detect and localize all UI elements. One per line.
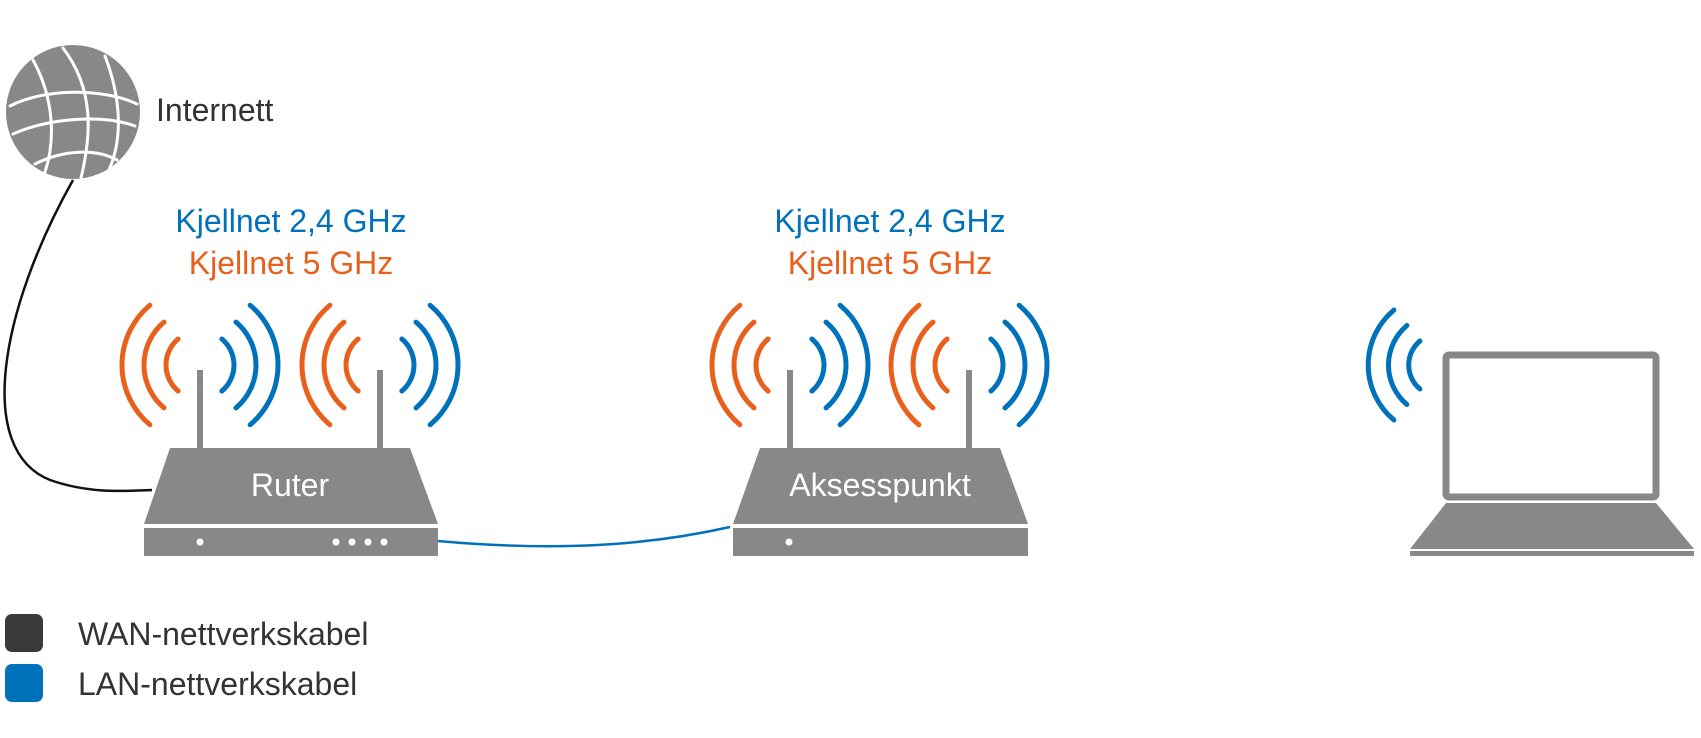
router-port-led xyxy=(332,538,340,546)
wifi-24ghz-arc xyxy=(219,336,237,394)
router-port-led xyxy=(364,538,372,546)
wifi-5ghz-arc xyxy=(753,336,771,394)
wifi-5ghz-arc xyxy=(163,336,181,394)
laptop-wifi-arc xyxy=(1406,338,1423,392)
wifi-24ghz-arc xyxy=(233,319,259,411)
wan-cable xyxy=(3,179,153,493)
wifi-24ghz-arc xyxy=(809,336,827,394)
laptop-icon xyxy=(1410,351,1694,556)
legend-swatch-lan xyxy=(5,664,43,702)
legend: WAN-nettverkskabel LAN-nettverkskabel xyxy=(5,614,368,702)
laptop-keyboard xyxy=(1410,503,1694,549)
router-antenna-left xyxy=(197,370,203,448)
wifi-24ghz-arc xyxy=(988,336,1006,394)
access-point-label: Aksesspunkt xyxy=(789,467,971,503)
wifi-5ghz-arc xyxy=(119,302,153,428)
legend-swatch-wan xyxy=(5,614,43,652)
laptop-wifi-arc xyxy=(1365,307,1397,423)
router-port-led xyxy=(348,538,356,546)
ap-antenna-right xyxy=(966,370,972,448)
wifi-5ghz-arc xyxy=(910,319,936,411)
ap-ssid-24ghz: Kjellnet 2,4 GHz xyxy=(774,203,1005,239)
legend-label-wan: WAN-nettverkskabel xyxy=(78,616,368,652)
wifi-24ghz-arc xyxy=(413,319,439,411)
wifi-24ghz-arc xyxy=(1002,319,1028,411)
wifi-24ghz-arc xyxy=(823,319,849,411)
wifi-5ghz-arc xyxy=(731,319,757,411)
ap-base xyxy=(733,528,1028,556)
router-base xyxy=(144,528,438,556)
wifi-5ghz-arc xyxy=(932,336,950,394)
wifi-5ghz-arc xyxy=(321,319,347,411)
legend-label-lan: LAN-nettverkskabel xyxy=(78,666,357,702)
router-device: Ruter xyxy=(144,370,438,556)
internet-label: Internett xyxy=(156,92,274,128)
wifi-24ghz-arc xyxy=(1016,302,1050,428)
router-antenna-right xyxy=(377,370,383,448)
wifi-5ghz-arc xyxy=(343,336,361,394)
router-port-led xyxy=(380,538,388,546)
wifi-5ghz-arc xyxy=(141,319,167,411)
wifi-24ghz-arc xyxy=(399,336,417,394)
wifi-5ghz-arc xyxy=(709,302,743,428)
ap-body xyxy=(733,448,1028,524)
lan-cable xyxy=(437,525,731,548)
laptop-wifi-arc xyxy=(1385,323,1410,407)
ap-power-led xyxy=(785,538,793,546)
wifi-5ghz-arc xyxy=(888,302,922,428)
ap-ssid-5ghz: Kjellnet 5 GHz xyxy=(788,245,993,281)
router-ssid-24ghz: Kjellnet 2,4 GHz xyxy=(175,203,406,239)
wifi-24ghz-arc xyxy=(247,302,281,428)
laptop-base xyxy=(1410,551,1694,556)
router-ssid-5ghz: Kjellnet 5 GHz xyxy=(189,245,394,281)
router-body xyxy=(144,448,438,524)
ap-antenna-left xyxy=(787,370,793,448)
globe-icon xyxy=(6,45,140,180)
wifi-5ghz-arc xyxy=(299,302,333,428)
router-power-led xyxy=(196,538,204,546)
wifi-24ghz-arc xyxy=(837,302,871,428)
access-point-device: Aksesspunkt xyxy=(733,370,1028,556)
laptop-screen xyxy=(1442,351,1660,501)
wifi-signals xyxy=(119,302,1423,428)
router-label: Ruter xyxy=(251,467,330,503)
wifi-24ghz-arc xyxy=(427,302,461,428)
